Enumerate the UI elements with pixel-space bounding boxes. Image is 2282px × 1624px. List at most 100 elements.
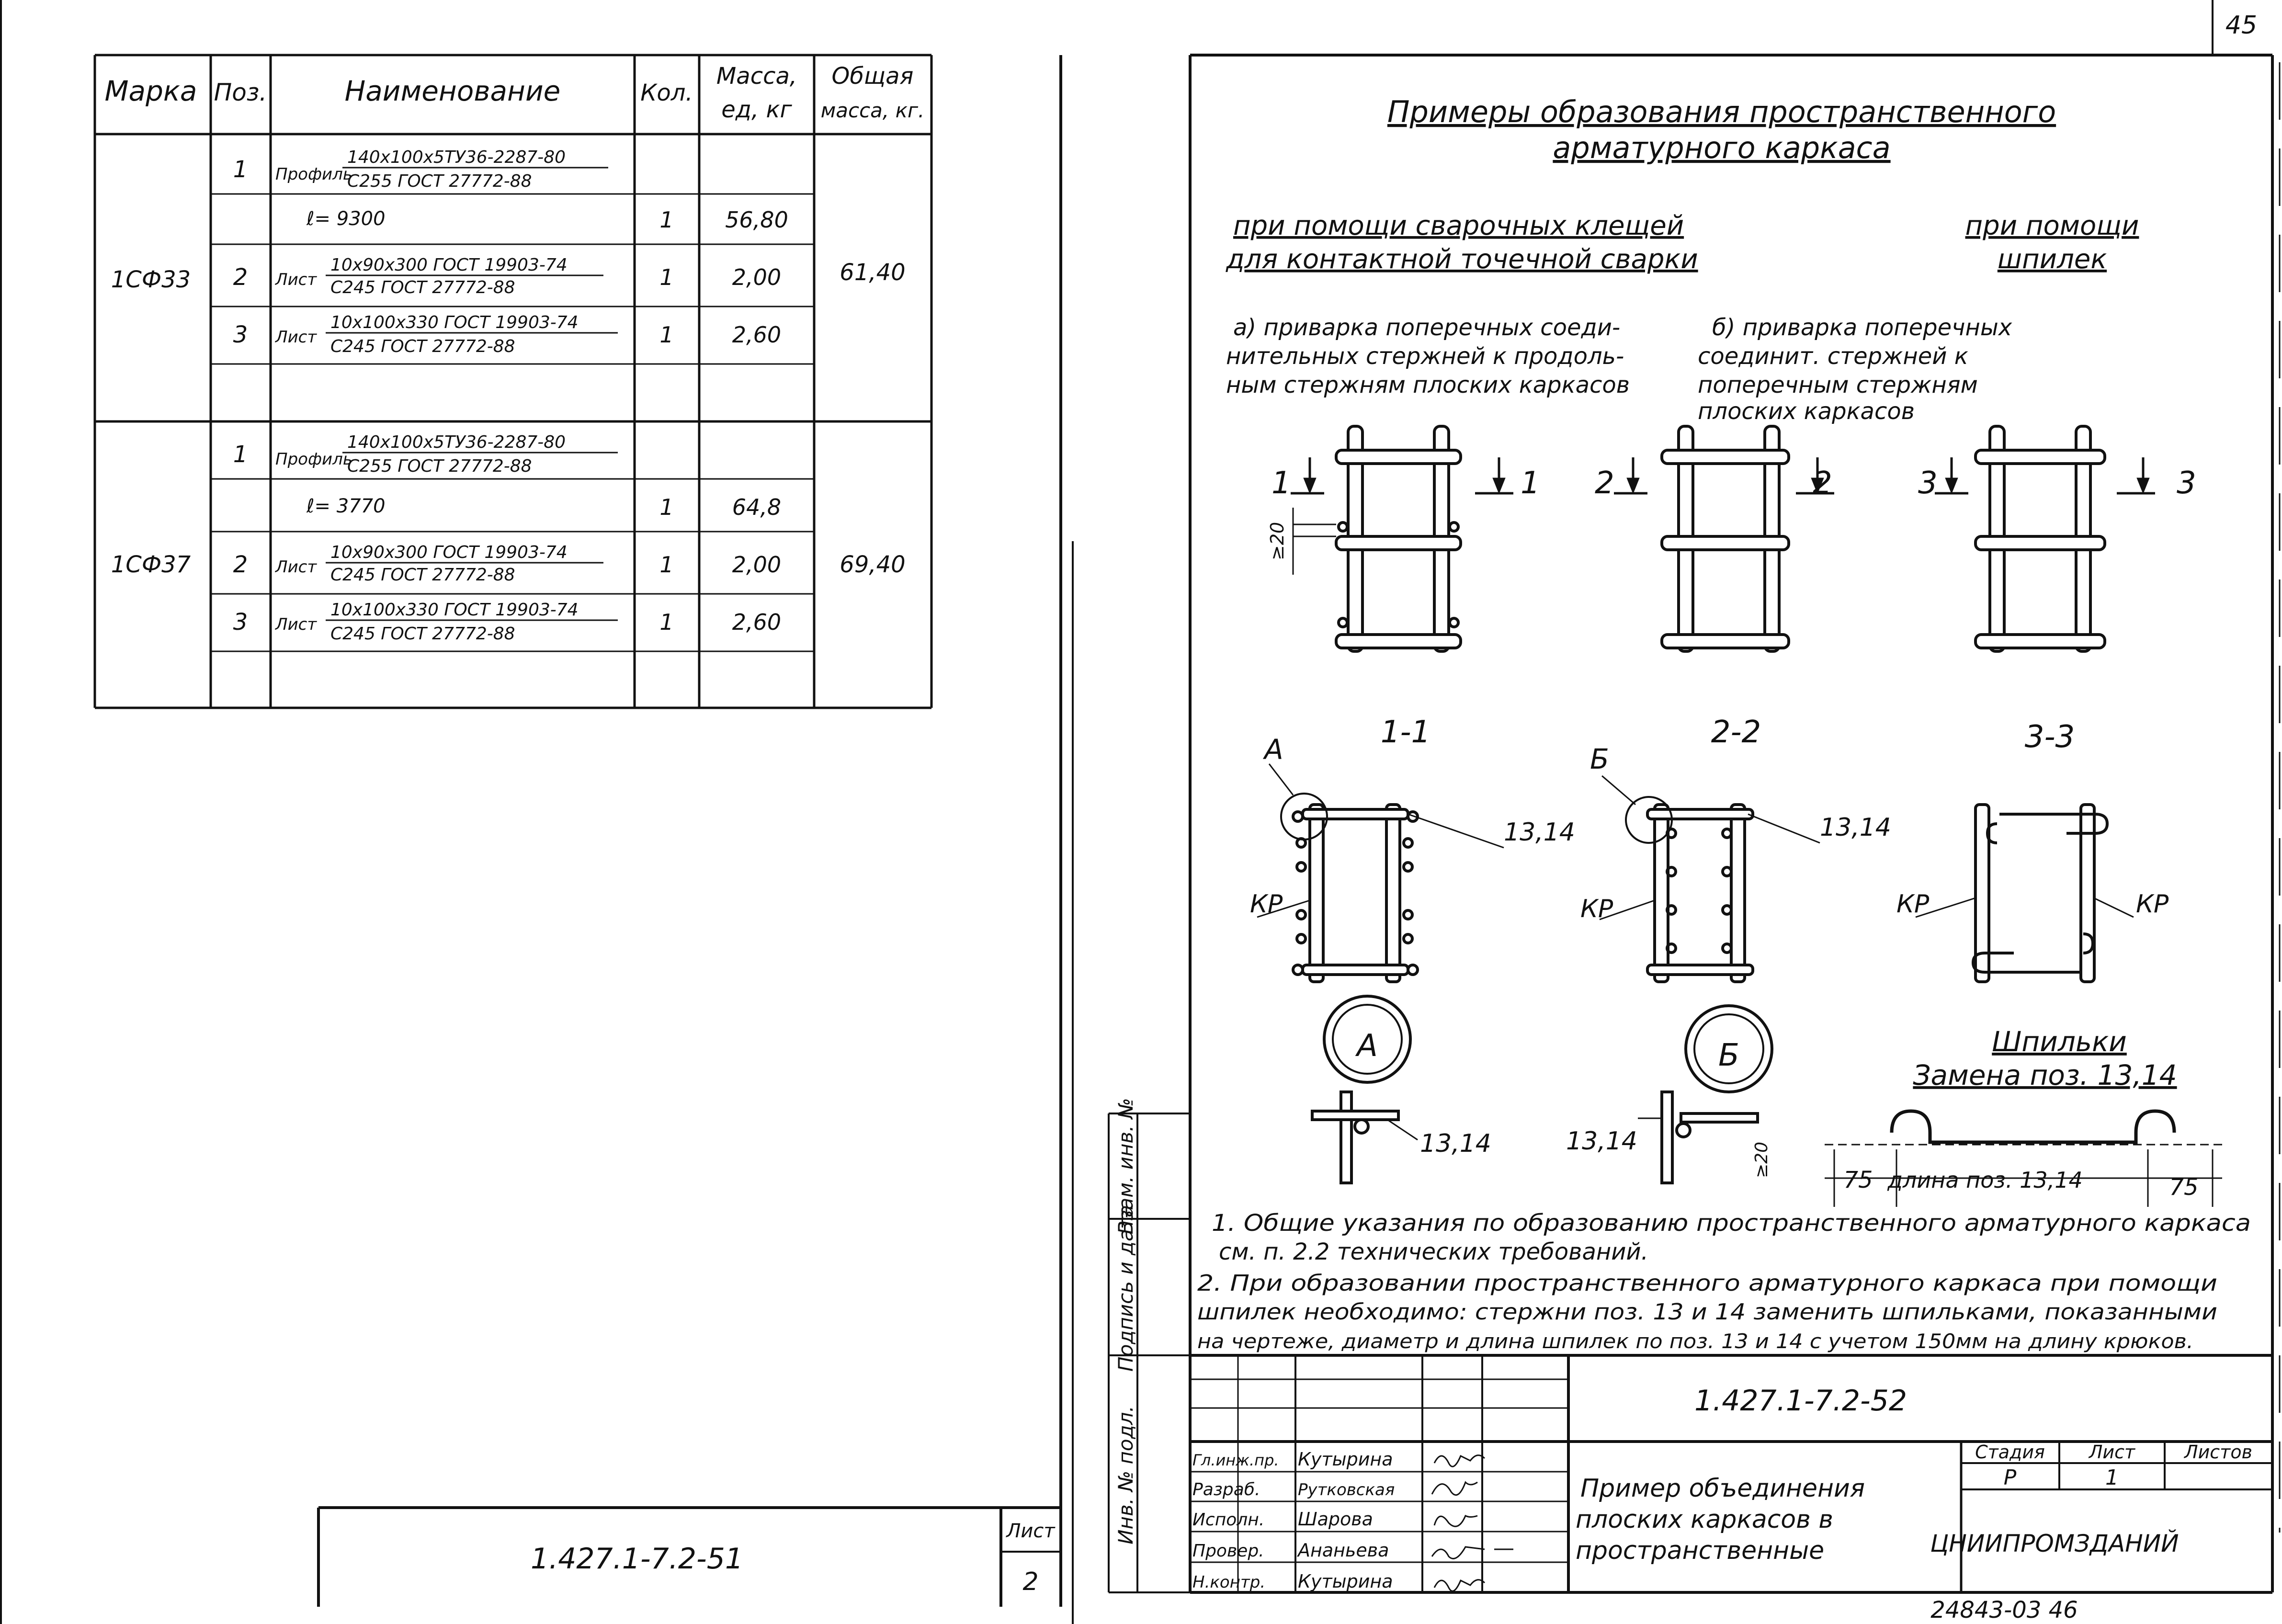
table-cell: С245 ГОСТ 27772-88 <box>330 337 515 356</box>
table-row: 3 <box>233 609 248 636</box>
case-a-line-2: нительных стержней к продоль- <box>1226 343 1624 370</box>
pins-title: Шпильки <box>1992 1025 2127 1058</box>
side-label-inventory: Инв. № подл. <box>1114 1406 1137 1545</box>
stamp-role: Провер. <box>1192 1541 1264 1561</box>
case-a-line-3: ным стержням плоских каркасов <box>1226 372 1630 398</box>
table-cell: 1 <box>659 322 673 348</box>
stamp-title-2: плоских каркасов в <box>1576 1505 1833 1534</box>
table-cell: С245 ГОСТ 27772-88 <box>330 624 515 644</box>
stamp-role: Гл.инж.пр. <box>1192 1451 1279 1469</box>
side-label-replace: Взам. инв. № <box>1114 1098 1137 1234</box>
table-cell: Лист <box>274 270 317 289</box>
cross-section-1 <box>1257 763 1504 983</box>
table-cell: С245 ГОСТ 27772-88 <box>330 565 515 585</box>
section-mark-3-left: 3 <box>1918 466 1938 501</box>
case-b-line-4: плоских каркасов <box>1698 398 1915 425</box>
callout-node-b: Б <box>1590 743 1609 775</box>
table-cell: 10х100х330 ГОСТ 19903-74 <box>330 600 579 620</box>
table-cell: ℓ= 3770 <box>306 495 386 517</box>
right-stamp-code: 1.427.1-7.2-52 <box>1694 1384 1907 1418</box>
header-mass-total-1: Общая <box>832 63 914 90</box>
section-title-1-1: 1-1 <box>1381 715 1431 750</box>
pins-dim-mid: длина поз. 13,14 <box>1887 1167 2083 1193</box>
table-cell: 56,80 <box>725 207 788 233</box>
cross-section-2 <box>1599 775 1820 983</box>
table-cell: ℓ= 9300 <box>306 208 386 230</box>
table-cell: С255 ГОСТ 27772-88 <box>347 171 532 191</box>
group-1-mark: 1СФ33 <box>111 266 191 293</box>
table-cell: Профиль <box>275 450 352 469</box>
callout-node-a: А <box>1262 733 1283 766</box>
side-label-sign: Подпись и дата <box>1114 1205 1137 1372</box>
callout-pos-2: 13,14 <box>1820 813 1891 842</box>
table-row: 1 <box>233 156 248 183</box>
table-cell: С245 ГОСТ 27772-88 <box>330 278 515 297</box>
detail-a <box>1311 995 1418 1184</box>
stamp-name: Кутырина <box>1298 1571 1393 1592</box>
detail-a-label: А <box>1355 1028 1378 1064</box>
frame-view-2 <box>1660 425 1790 653</box>
heading-pins-1: при помощи <box>1965 210 2139 241</box>
table-cell: 10х90х300 ГОСТ 19903-74 <box>330 255 568 275</box>
table-cell: 140х100х5ТУ36-2287-80 <box>347 432 566 452</box>
pins-subtitle: Замена поз. 13,14 <box>1913 1059 2177 1091</box>
right-sheet-frame <box>1108 0 2281 1594</box>
sheet-title-line-2: арматурного каркаса <box>1553 130 1890 165</box>
stamp-stage: Р <box>2004 1465 2017 1490</box>
group-1-total: 61,40 <box>840 259 905 286</box>
stamp-role: Исполн. <box>1192 1510 1264 1530</box>
table-cell: 1 <box>659 494 673 520</box>
table-cell: 10х100х330 ГОСТ 19903-74 <box>330 313 579 332</box>
header-mass-unit-2: ед, кг <box>721 96 792 123</box>
footer-code: 24843-03 46 <box>1930 1597 2078 1624</box>
table-cell: 10х90х300 ГОСТ 19903-74 <box>330 543 568 562</box>
left-stamp-frame <box>317 1506 1061 1607</box>
table-cell: 1 <box>659 609 673 635</box>
table-row: 2 <box>233 551 248 578</box>
detail-a-pos: 13,14 <box>1420 1129 1491 1158</box>
note-line-1: 1. Общие указания по образованию простра… <box>1212 1210 2251 1237</box>
section-title-2-2: 2-2 <box>1711 715 1761 750</box>
table-cell: 1 <box>659 552 673 578</box>
stamp-sheet-label: Лист <box>2088 1442 2136 1463</box>
stamp-role: Н.контр. <box>1192 1573 1265 1592</box>
table-row: 3 <box>233 321 248 348</box>
stamp-name: Ананьева <box>1296 1540 1389 1561</box>
stamp-role: Разраб. <box>1192 1480 1260 1499</box>
left-stamp-code: 1.427.1-7.2-51 <box>531 1542 743 1576</box>
table-cell: 1 <box>659 207 673 233</box>
left-stamp-sheet-label: Лист <box>1005 1520 1056 1542</box>
stamp-stage-label: Стадия <box>1975 1442 2045 1463</box>
table-cell: 2,00 <box>732 264 781 290</box>
note-line-3: 2. При образовании пространственного арм… <box>1197 1270 2217 1296</box>
sheet-title-line-1: Примеры образования пространственного <box>1387 94 2056 129</box>
section-mark-2-left: 2 <box>1595 466 1614 501</box>
left-sheet <box>0 0 1062 1624</box>
header-mass-unit-1: Масса, <box>716 63 797 90</box>
stamp-name: Рутковская <box>1298 1480 1395 1499</box>
stamp-sheet: 1 <box>2105 1465 2119 1490</box>
specification-table <box>93 54 933 709</box>
left-stamp-sheet-no: 2 <box>1022 1567 1038 1596</box>
header-name: Наименование <box>345 75 561 107</box>
pin-drawing <box>1825 1109 2222 1207</box>
stamp-title-3: пространственные <box>1576 1536 1824 1565</box>
table-cell: С255 ГОСТ 27772-88 <box>347 456 532 476</box>
table-cell: Профиль <box>275 165 352 184</box>
table-cell: 140х100х5ТУ36-2287-80 <box>347 148 566 167</box>
section-mark-1-left: 1 <box>1272 466 1291 501</box>
table-row: 1 <box>233 441 248 468</box>
signatures <box>1431 1454 1513 1592</box>
stamp-org: ЦНИИПРОМЗДАНИЙ <box>1930 1529 2179 1557</box>
cross-section-3 <box>1915 803 2134 983</box>
heading-welding-tongs-2: для контактной точечной сварки <box>1226 244 1698 275</box>
stamp-title-1: Пример объединения <box>1580 1474 1865 1503</box>
section-mark-3-right: 3 <box>2177 466 2196 501</box>
heading-pins-2: шпилек <box>1998 244 2107 275</box>
detail-b-dim: ≥20 <box>1752 1142 1771 1178</box>
pins-dim-left: 75 <box>1843 1167 1873 1193</box>
table-row: 2 <box>233 264 248 291</box>
note-line-2: см. п. 2.2 технических требований. <box>1219 1238 1648 1265</box>
left-table-text: Марка Поз. Наименование Кол. Масса, ед, … <box>105 63 1056 1596</box>
